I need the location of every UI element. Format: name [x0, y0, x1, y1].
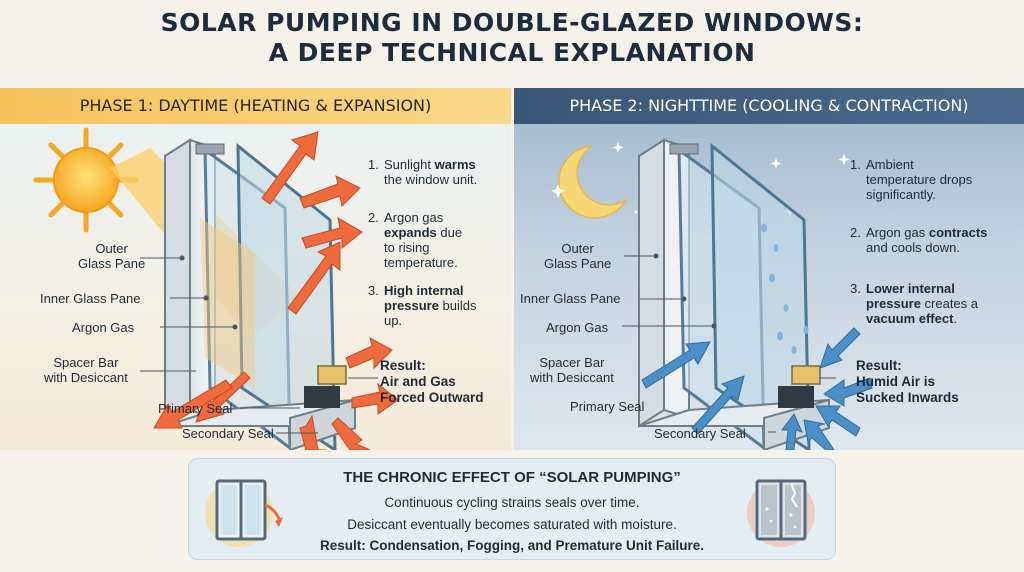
step-text: Ambient	[866, 157, 914, 172]
step-line: vacuum effect.	[850, 311, 978, 326]
chronic-effect-title: THE CHRONIC EFFECT OF “SOLAR PUMPING”	[343, 469, 681, 486]
chronic-effect-line-1: Continuous cycling strains seals over ti…	[384, 495, 640, 510]
step-text: to rising	[384, 240, 430, 255]
page-title: SOLAR PUMPING IN DOUBLE-GLAZED WINDOWS: …	[0, 8, 1024, 68]
day-label-argon-gas: Argon Gas	[72, 320, 135, 335]
step-text: pressure	[866, 296, 921, 311]
step-line: and cools down.	[850, 240, 987, 255]
step-line: 2. Argon gas	[368, 210, 462, 225]
day-window-unit	[164, 138, 356, 450]
step-text: creates a	[920, 296, 979, 311]
day-expansion-arrows	[153, 131, 399, 450]
night-window-unit	[638, 138, 830, 450]
step-text: pressure	[384, 298, 439, 313]
step-line: significantly.	[850, 187, 972, 202]
night-label-secondary-seal: Secondary Seal	[654, 426, 746, 441]
step-number: 2.	[850, 225, 861, 240]
step-text: Argon gas	[866, 225, 929, 240]
step-line: temperature drops	[850, 172, 972, 187]
step-line: 1. Sunlight warms	[368, 157, 477, 172]
step-number: 3.	[368, 283, 379, 298]
day-desiccant	[317, 365, 347, 385]
step-text: expands	[384, 225, 437, 240]
step-text: Sunlight	[384, 157, 435, 172]
phase-1-header: PHASE 1: DAYTIME (HEATING & EXPANSION)	[0, 88, 511, 124]
step-text: vacuum effect	[866, 311, 954, 326]
night-inner-pane	[710, 142, 811, 450]
step-text: Argon gas	[384, 210, 444, 225]
step-text: up.	[384, 313, 403, 328]
step-number: 3.	[850, 281, 861, 296]
day-label-secondary-seal: Secondary Seal	[182, 426, 274, 441]
step-line: 1. Ambient	[850, 157, 972, 172]
night-inward-arrows	[641, 327, 873, 450]
step-text: significantly.	[866, 187, 936, 202]
step-text: contracts	[928, 225, 988, 240]
step-text: temperature drops	[866, 172, 973, 187]
day-label-primary-seal: Primary Seal	[158, 401, 233, 416]
night-window-illustration	[551, 138, 873, 450]
phase-2-panel: PHASE 2: NIGHTTIME (COOLING & CONTRACTIO…	[514, 88, 1024, 450]
step-line: 2. Argon gas contracts	[850, 225, 987, 240]
step-text: warms	[434, 157, 476, 172]
step-number: 2.	[368, 210, 379, 225]
step-line: 3. High internal	[368, 283, 477, 298]
step-text: High internal	[384, 283, 464, 298]
step-number: 1.	[850, 157, 861, 172]
step-text: temperature.	[384, 255, 458, 270]
step-text: the window unit.	[384, 172, 478, 187]
step-text: builds	[438, 298, 477, 313]
title-line-1: SOLAR PUMPING IN DOUBLE-GLAZED WINDOWS:	[160, 8, 864, 37]
step-text: Lower internal	[866, 281, 955, 296]
title-line-2: A DEEP TECHNICAL EXPLANATION	[268, 38, 756, 67]
step-line: the window unit.	[368, 172, 477, 187]
night-label-argon-gas: Argon Gas	[546, 320, 609, 335]
step-line: 3. Lower internal	[850, 281, 978, 296]
window-fogged-icon	[747, 479, 815, 547]
chronic-effect-result: Result: Condensation, Fogging, and Prema…	[319, 538, 705, 553]
step-line: pressure builds	[368, 298, 477, 313]
sun-icon	[33, 127, 139, 233]
moon-icon	[558, 145, 627, 219]
step-line: expands due	[368, 225, 462, 240]
step-text: and cools down.	[866, 240, 960, 255]
window-clear-icon	[205, 479, 283, 547]
step-line: to rising	[368, 240, 462, 255]
step-text: due	[436, 225, 463, 240]
step-number: 1.	[368, 157, 379, 172]
phase-1-panel: PHASE 1: DAYTIME (HEATING & EXPANSION)	[0, 88, 511, 450]
chronic-effect-line-2: Desiccant eventually becomes saturated w…	[347, 517, 677, 532]
step-line: up.	[368, 313, 477, 328]
day-window-illustration	[33, 127, 399, 450]
day-inner-pane	[236, 142, 337, 450]
phase-2-header: PHASE 2: NIGHTTIME (COOLING & CONTRACTIO…	[514, 88, 1024, 124]
chronic-effect-box: THE CHRONIC EFFECT OF “SOLAR PUMPING” Co…	[188, 458, 836, 560]
night-label-primary-seal: Primary Seal	[570, 399, 645, 414]
night-label-inner-pane: Inner Glass Pane	[520, 291, 621, 306]
night-desiccant	[791, 365, 821, 385]
day-label-inner-pane: Inner Glass Pane	[40, 291, 141, 306]
step-line: pressure creates a	[850, 296, 978, 311]
step-text: .	[953, 311, 958, 326]
step-line: temperature.	[368, 255, 462, 270]
